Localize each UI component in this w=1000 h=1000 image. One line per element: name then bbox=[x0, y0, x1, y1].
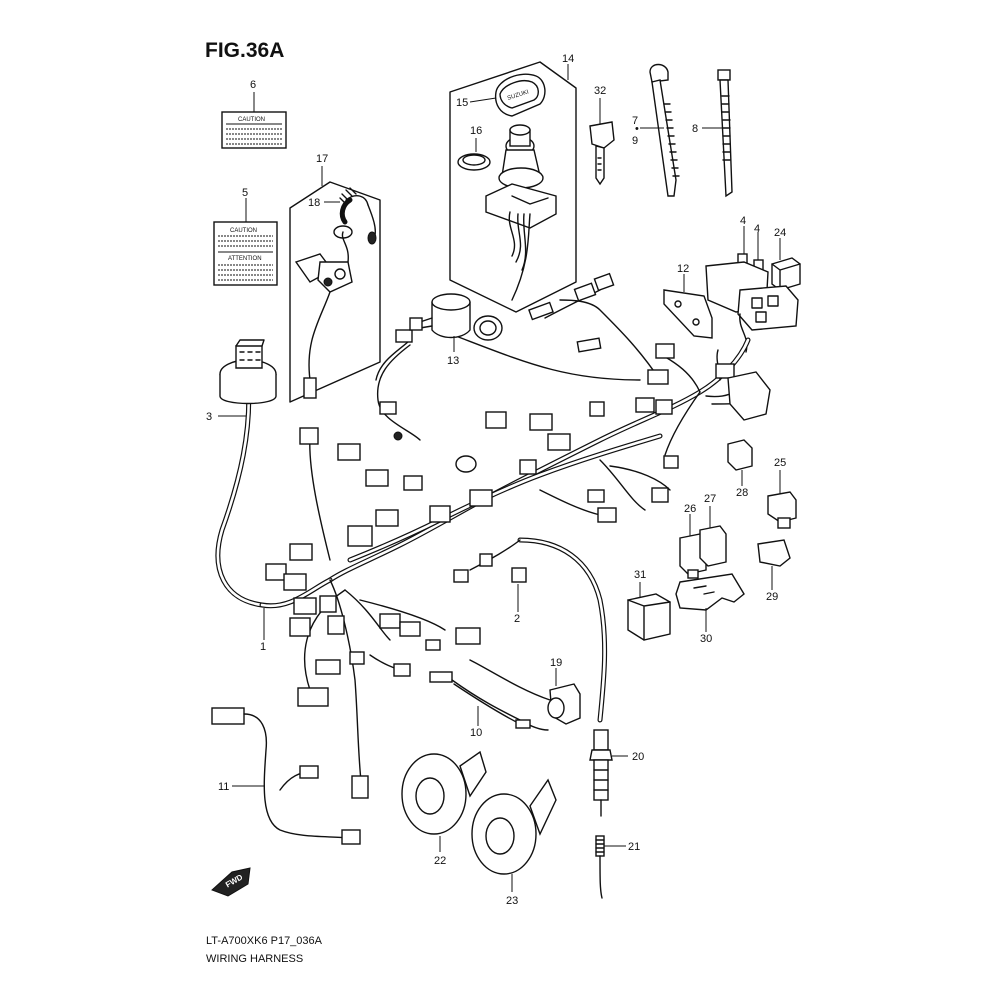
callout-8: 8 bbox=[692, 123, 698, 135]
horn-part-23 bbox=[471, 778, 557, 875]
relay-part-24 bbox=[771, 257, 801, 291]
callout-11: 11 bbox=[218, 781, 229, 793]
callout-32: 32 bbox=[594, 85, 606, 97]
callout-25: 25 bbox=[774, 457, 786, 469]
callout-27: 27 bbox=[704, 493, 716, 505]
attention-text-5: ATTENTION bbox=[228, 256, 262, 262]
lead-wire-group-part-17 bbox=[289, 181, 381, 403]
caution-label-part-6: CAUTION bbox=[221, 111, 287, 149]
horn-part-22 bbox=[401, 750, 487, 835]
callout-26: 26 bbox=[684, 503, 696, 515]
callout-19: 19 bbox=[550, 657, 562, 669]
fuse-box bbox=[705, 261, 799, 353]
diagram-caption: WIRING HARNESS bbox=[206, 953, 303, 965]
figure-title: FIG.36A bbox=[205, 39, 284, 62]
callout-20: 20 bbox=[632, 751, 644, 763]
callout-17: 17 bbox=[316, 153, 328, 165]
caution-attention-label-part-5: CAUTION ATTENTION bbox=[213, 221, 278, 286]
callout-16: 16 bbox=[470, 125, 482, 137]
callout-7: 7 bbox=[632, 115, 638, 127]
callout-10: 10 bbox=[470, 727, 482, 739]
callout-30: 30 bbox=[700, 633, 712, 645]
callout-29: 29 bbox=[766, 591, 778, 603]
callout-21: 21 bbox=[628, 841, 640, 853]
caution-text-6: CAUTION bbox=[238, 117, 265, 123]
bracket-part-30 bbox=[675, 573, 745, 611]
callout-22: 22 bbox=[434, 855, 446, 867]
callout-9: 9 bbox=[632, 135, 638, 147]
socket-part-13 bbox=[409, 293, 503, 341]
callout-14: 14 bbox=[562, 53, 574, 65]
bracket-part-12 bbox=[663, 289, 713, 339]
callout-5: 5 bbox=[242, 187, 248, 199]
leader-lines bbox=[218, 64, 781, 892]
fwd-arrow-icon: FWD bbox=[211, 867, 251, 897]
callout-4b: 4 bbox=[754, 223, 760, 235]
relay-part-27 bbox=[699, 525, 727, 567]
key-part-32 bbox=[589, 121, 615, 186]
sensor-element-part-21 bbox=[595, 835, 605, 899]
lead-wire-part-10 bbox=[429, 671, 549, 731]
sensor-part-20 bbox=[589, 729, 613, 817]
callout-31: 31 bbox=[634, 569, 646, 581]
sensor-part-19 bbox=[469, 659, 581, 725]
callout-12: 12 bbox=[677, 263, 689, 275]
harness-connectors bbox=[265, 272, 771, 799]
callout-3: 3 bbox=[206, 411, 212, 423]
lead-wire-part-11 bbox=[211, 707, 361, 845]
clamp-part-7 bbox=[649, 63, 680, 197]
ignition-switch-group-part-14: SUZUKI bbox=[449, 61, 577, 313]
bracket-part-29 bbox=[757, 539, 791, 567]
coupler-part-25 bbox=[767, 491, 797, 529]
callout-6: 6 bbox=[250, 79, 256, 91]
callout-24: 24 bbox=[774, 227, 786, 239]
callout-2: 2 bbox=[514, 613, 520, 625]
callout-1: 1 bbox=[260, 641, 266, 653]
callout-18: 18 bbox=[308, 197, 320, 209]
callout-23: 23 bbox=[506, 895, 518, 907]
callout-4a: 4 bbox=[740, 215, 746, 227]
coupler-part-3 bbox=[219, 339, 277, 405]
callout-28: 28 bbox=[736, 487, 748, 499]
tie-strap-part-8 bbox=[717, 69, 733, 198]
model-code: LT-A700XK6 P17_036A bbox=[206, 935, 323, 947]
svg-text:•: • bbox=[635, 123, 639, 135]
relay-part-31 bbox=[627, 593, 671, 641]
coupler-part-2 bbox=[511, 567, 527, 583]
callouts: 6 5 3 17 18 14 15 16 32 7 • 9 8 4 4 24 1… bbox=[206, 53, 786, 907]
callout-13: 13 bbox=[447, 355, 459, 367]
coupler-part-28 bbox=[727, 439, 753, 471]
caution-text-5: CAUTION bbox=[230, 228, 257, 234]
callout-15: 15 bbox=[456, 97, 468, 109]
